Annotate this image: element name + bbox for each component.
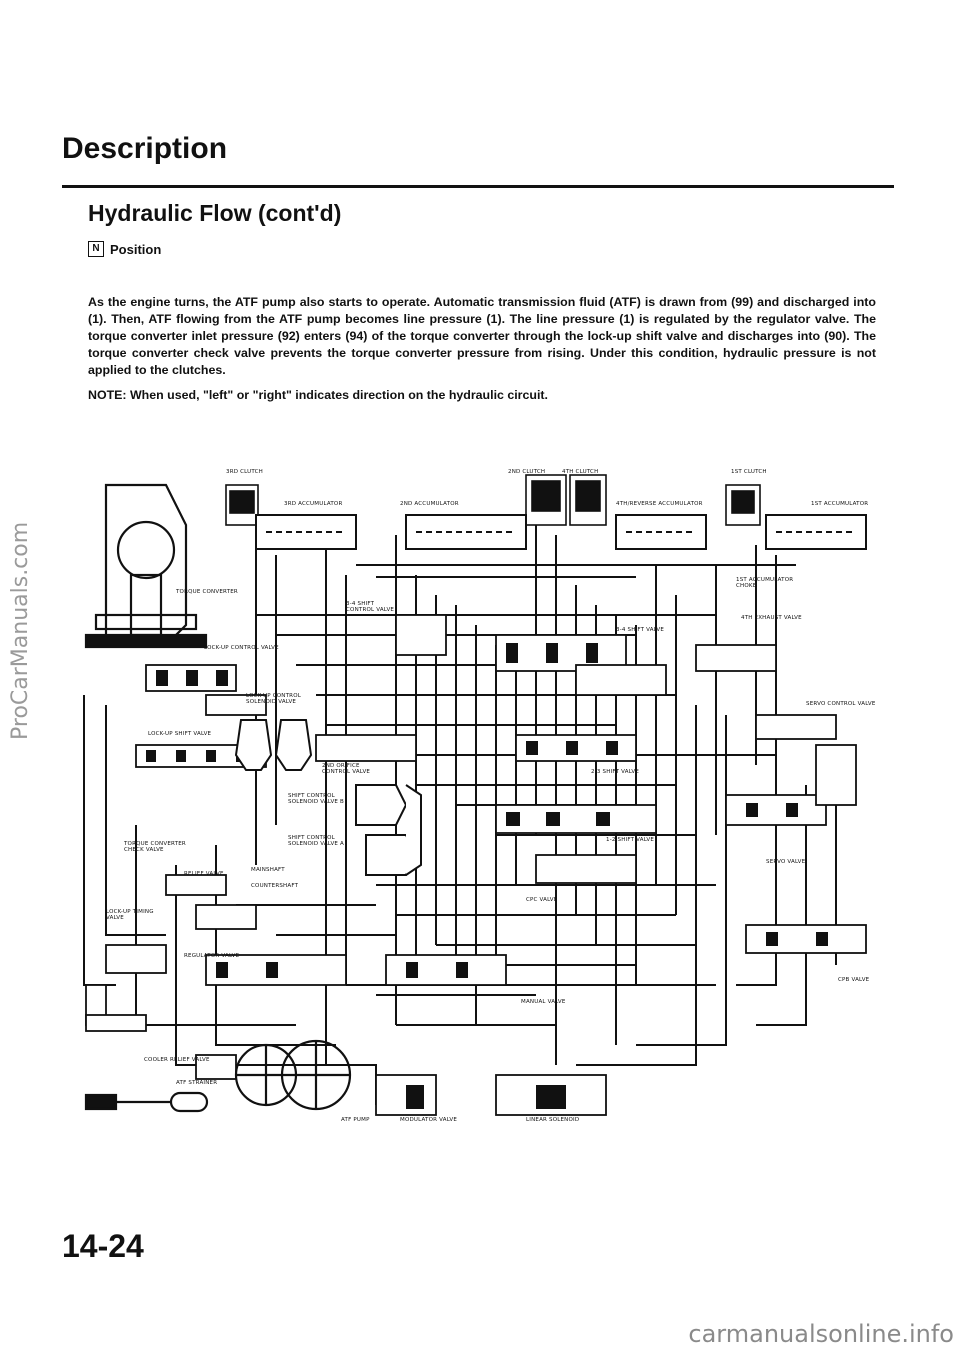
- label-three-four-shift: 3-4 SHIFT VALVE: [616, 627, 665, 633]
- label-second-orifice-control: 2ND ORIFICE CONTROL VALVE: [322, 763, 371, 775]
- description-paragraph: As the engine turns, the ATF pump also s…: [88, 295, 876, 377]
- label-linear-solenoid: LINEAR SOLENOID: [526, 1117, 580, 1123]
- hydraulic-circuit-svg: [83, 474, 867, 1116]
- label-servo-control: SERVO CONTROL VALVE: [806, 701, 876, 707]
- section-subtitle: Hydraulic Flow (cont'd): [88, 200, 342, 226]
- label-first-accumulator-choke: 1ST ACCUMULATOR CHOKE: [736, 577, 794, 589]
- label-fourth-reverse-accumulator: 4TH/REVERSE ACCUMULATOR: [616, 501, 703, 507]
- label-three-four-shift-control: 3-4 SHIFT CONTROL VALVE: [346, 601, 395, 613]
- label-manual-valve: MANUAL VALVE: [521, 999, 566, 1005]
- label-lockup-control-solenoid: LOCK-UP CONTROL SOLENOID VALVE: [246, 693, 302, 705]
- label-cpc-valve: CPC VALVE: [526, 897, 558, 903]
- label-shift-control-solenoid-b: SHIFT CONTROL SOLENOID VALVE B: [288, 793, 345, 805]
- bottom-watermark: carmanualsonline.info: [688, 1320, 954, 1348]
- page-number: 14-24: [62, 1228, 144, 1264]
- label-third-accumulator: 3RD ACCUMULATOR: [284, 501, 343, 507]
- hydraulic-circuit-diagram: 3RD CLUTCH 2ND CLUTCH 4TH CLUTCH 1ST CLU…: [76, 465, 888, 1125]
- label-shift-control-solenoid-a: SHIFT CONTROL SOLENOID VALVE A: [288, 835, 344, 847]
- position-label: Position: [110, 241, 162, 257]
- label-modulator-valve: MODULATOR VALVE: [400, 1117, 457, 1123]
- label-lockup-shift: LOCK-UP SHIFT VALVE: [148, 731, 212, 737]
- page-title: Description: [62, 132, 228, 165]
- position-heading: N Position: [88, 241, 161, 257]
- label-two-three-shift: 2-3 SHIFT VALVE: [591, 769, 640, 775]
- label-cooler-relief: COOLER RELIEF VALVE: [144, 1057, 210, 1063]
- position-symbol-box: N: [88, 241, 104, 257]
- label-second-clutch: 2ND CLUTCH: [508, 469, 546, 475]
- label-lockup-timing: LOCK-UP TIMING VALVE: [106, 909, 154, 921]
- title-rule: [62, 185, 894, 188]
- atf-pump-shape: [84, 1039, 352, 1113]
- label-third-clutch: 3RD CLUTCH: [226, 469, 263, 475]
- label-first-clutch: 1ST CLUTCH: [731, 469, 767, 475]
- label-lockup-control: LOCK-UP CONTROL VALVE: [204, 645, 279, 651]
- label-one-two-shift: 1-2 SHIFT VALVE: [606, 837, 655, 843]
- label-relief-valve: RELIEF VALVE: [184, 871, 224, 877]
- label-torque-converter: TORQUE CONVERTER: [176, 589, 238, 595]
- label-fourth-clutch: 4TH CLUTCH: [562, 469, 599, 475]
- torque-converter-shape: [84, 483, 208, 649]
- label-cpb-valve: CPB VALVE: [838, 977, 870, 983]
- note-text: NOTE: When used, "left" or "right" indic…: [88, 388, 548, 402]
- label-mainshaft: MAINSHAFT: [251, 867, 285, 873]
- side-watermark: ProCarManuals.com: [8, 521, 33, 740]
- label-atf-strainer: ATF STRAINER: [176, 1080, 218, 1086]
- label-regulator-valve: REGULATOR VALVE: [184, 953, 240, 959]
- label-countershaft: COUNTERSHAFT: [251, 883, 299, 889]
- label-first-accumulator: 1ST ACCUMULATOR: [811, 501, 869, 507]
- label-fourth-exhaust-valve: 4TH EXHAUST VALVE: [741, 615, 802, 621]
- label-second-accumulator: 2ND ACCUMULATOR: [400, 501, 459, 507]
- label-servo-valve: SERVO VALVE: [766, 859, 806, 865]
- label-torque-converter-check: TORQUE CONVERTER CHECK VALVE: [124, 841, 186, 853]
- label-atf-pump: ATF PUMP: [341, 1117, 370, 1123]
